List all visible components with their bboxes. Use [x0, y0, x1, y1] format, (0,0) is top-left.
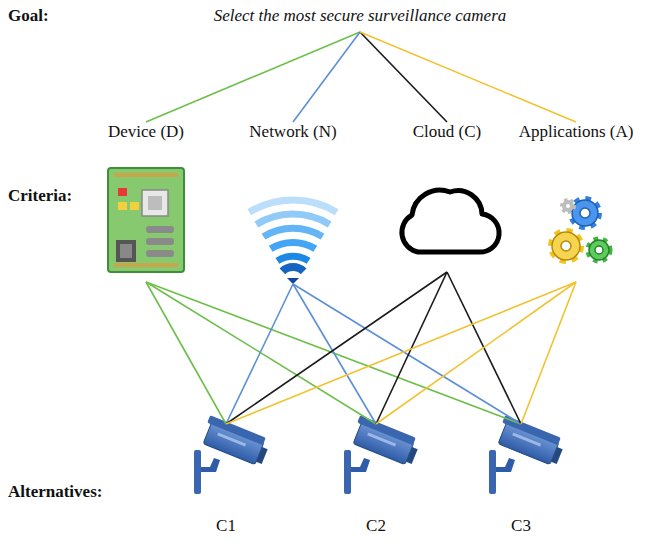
- level-label: Goal:: [8, 6, 49, 26]
- connector-line: [146, 282, 521, 424]
- connector-line: [293, 284, 376, 424]
- criterion-node: Network (N): [241, 122, 345, 284]
- level-label: Alternatives:: [8, 482, 102, 502]
- connector-line: [146, 282, 376, 424]
- connector-line: [360, 32, 447, 122]
- alternative-node: C1: [188, 424, 264, 536]
- goal-text: Select the most secure surveillance came…: [214, 6, 507, 26]
- goal-node: Select the most secure surveillance came…: [190, 6, 530, 32]
- alternative-node: C2: [338, 424, 414, 536]
- connector-line: [146, 32, 360, 122]
- camera-icon: [194, 415, 566, 494]
- connector-line: [521, 282, 576, 424]
- gears-icon: [552, 200, 609, 260]
- connector-line: [293, 32, 360, 122]
- connector-line: [226, 284, 293, 424]
- alternative-label: C2: [366, 516, 386, 536]
- cloud-icon: [402, 190, 499, 252]
- alternative-node: C3: [483, 424, 559, 536]
- criterion-node: Device (D): [98, 122, 194, 282]
- circuit-board-icon: [108, 168, 184, 272]
- connector-line: [226, 282, 576, 424]
- level-label: Criteria:: [8, 186, 72, 206]
- alternative-label: C3: [511, 516, 531, 536]
- connector-line: [360, 32, 576, 122]
- alternative-label: C1: [216, 516, 236, 536]
- criterion-label: Network (N): [249, 122, 336, 142]
- wifi-icon: [249, 200, 336, 284]
- connector-line: [146, 282, 226, 424]
- criterion-node: Applications (A): [515, 122, 638, 282]
- criterion-label: Device (D): [108, 122, 184, 142]
- criterion-label: Applications (A): [519, 122, 634, 142]
- criterion-node: Cloud (C): [402, 122, 492, 272]
- connector-line: [376, 282, 576, 424]
- criterion-label: Cloud (C): [413, 122, 481, 142]
